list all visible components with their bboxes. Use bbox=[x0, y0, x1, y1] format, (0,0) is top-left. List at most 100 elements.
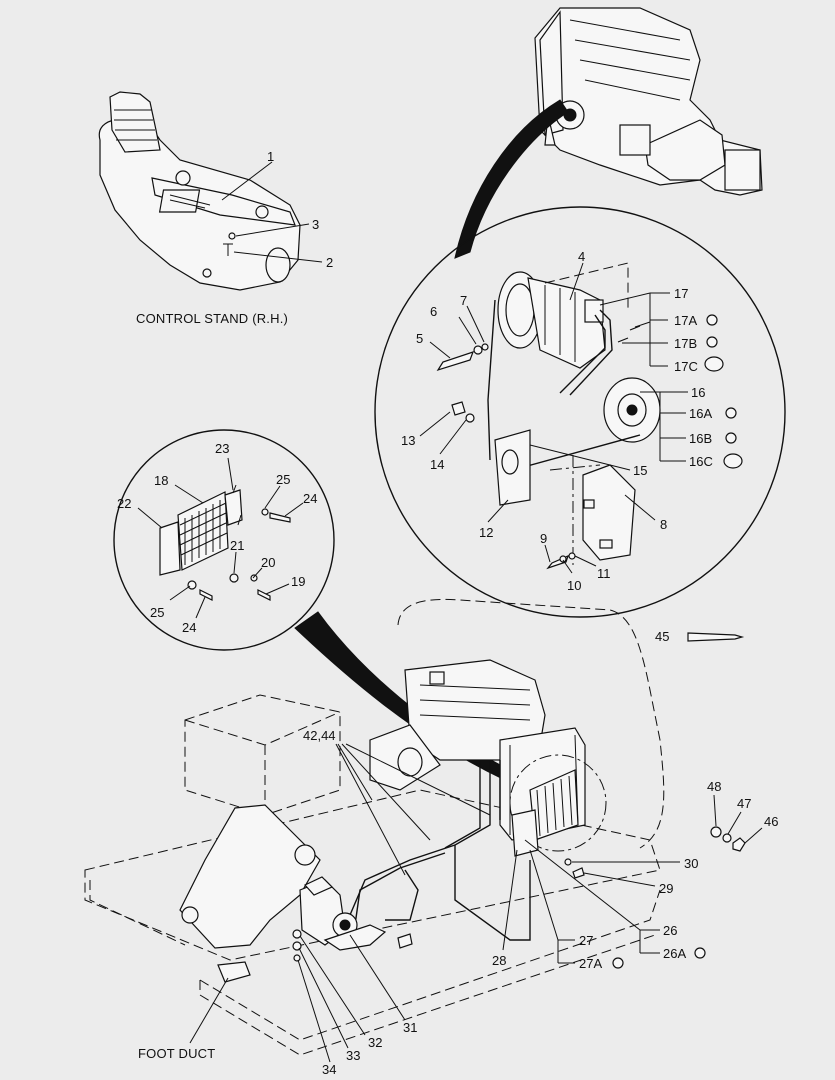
callout-23: 23 bbox=[215, 441, 234, 491]
callout-22: 22 bbox=[117, 496, 163, 529]
label-12: 12 bbox=[479, 525, 493, 540]
label-11: 11 bbox=[597, 566, 611, 581]
label-8: 8 bbox=[660, 517, 667, 532]
engine-illustration bbox=[534, 7, 763, 196]
label-6: 6 bbox=[430, 304, 437, 319]
label-19: 19 bbox=[291, 574, 305, 589]
callout-1: 1 bbox=[221, 149, 274, 201]
label-46: 46 bbox=[764, 814, 778, 829]
label-24-top: 24 bbox=[303, 491, 317, 506]
label-3: 3 bbox=[312, 217, 319, 232]
callout-2: 2 bbox=[233, 251, 333, 270]
label-9: 9 bbox=[540, 531, 547, 546]
label-27: 27 bbox=[579, 933, 593, 948]
callout-26-group: 26 26A bbox=[524, 839, 686, 961]
label-33: 33 bbox=[346, 1048, 360, 1063]
foot-duct-caption: FOOT DUCT bbox=[138, 1046, 215, 1061]
callout-6: 6 bbox=[430, 304, 477, 345]
callout-45: 45 bbox=[655, 629, 669, 644]
label-17a: 17A bbox=[674, 313, 697, 328]
callout-33: 33 bbox=[298, 947, 360, 1063]
label-29: 29 bbox=[659, 881, 673, 896]
label-24-bottom: 24 bbox=[182, 620, 196, 635]
label-17b: 17B bbox=[674, 336, 697, 351]
label-2: 2 bbox=[326, 255, 333, 270]
label-13: 13 bbox=[401, 433, 415, 448]
label-25-top: 25 bbox=[276, 472, 290, 487]
label-4: 4 bbox=[578, 249, 585, 264]
label-30: 30 bbox=[684, 856, 698, 871]
callout-21: 21 bbox=[230, 538, 244, 574]
machine-illustration bbox=[84, 598, 746, 1056]
callout-9: 9 bbox=[540, 531, 551, 563]
callout-32: 32 bbox=[299, 935, 382, 1050]
callout-7: 7 bbox=[460, 293, 485, 343]
label-17: 17 bbox=[674, 286, 688, 301]
label-47: 47 bbox=[737, 796, 751, 811]
label-17c: 17C bbox=[674, 359, 698, 374]
cap-17c bbox=[704, 356, 724, 372]
callout-17-group: 17 17A 17B 17C bbox=[599, 286, 698, 374]
label-31: 31 bbox=[403, 1020, 417, 1035]
callout-20: 20 bbox=[252, 555, 275, 579]
label-16: 16 bbox=[691, 385, 705, 400]
label-1: 1 bbox=[267, 149, 274, 164]
callout-3: 3 bbox=[235, 217, 319, 237]
label-42-44: 42,44 bbox=[303, 728, 336, 743]
callout-27-group: 27 27A bbox=[529, 849, 602, 971]
callout-13: 13 bbox=[401, 411, 451, 448]
label-23: 23 bbox=[215, 441, 229, 456]
label-28: 28 bbox=[492, 953, 506, 968]
callout-15: 15 bbox=[529, 444, 647, 478]
callout-5: 5 bbox=[416, 331, 451, 359]
label-26: 26 bbox=[663, 923, 677, 938]
callout-10: 10 bbox=[562, 559, 581, 593]
compressor-illustration bbox=[436, 262, 661, 570]
label-22: 22 bbox=[117, 496, 131, 511]
condenser-detail-circle bbox=[113, 429, 335, 651]
callout-42-44: 42,44 bbox=[303, 728, 491, 876]
callout-24-top: 24 bbox=[284, 491, 317, 517]
ring-16a bbox=[725, 407, 737, 419]
ring-16b bbox=[725, 432, 737, 444]
callout-11: 11 bbox=[574, 555, 611, 581]
callout-31: 31 bbox=[349, 934, 417, 1035]
callout-18: 18 bbox=[154, 473, 204, 504]
label-34: 34 bbox=[322, 1062, 336, 1077]
callout-16-group: 16 16A 16B 16C bbox=[640, 385, 713, 469]
cap-16c bbox=[723, 453, 743, 469]
label-10: 10 bbox=[567, 578, 581, 593]
callout-24-bottom: 24 bbox=[182, 596, 206, 635]
callout-25-bottom: 25 bbox=[150, 585, 191, 620]
label-18: 18 bbox=[154, 473, 168, 488]
control-stand-caption: CONTROL STAND (R.H.) bbox=[136, 311, 288, 326]
ring-17a bbox=[706, 314, 718, 326]
callout-48: 48 bbox=[707, 779, 721, 827]
callout-46: 46 bbox=[744, 814, 778, 844]
label-7: 7 bbox=[460, 293, 467, 308]
callout-4: 4 bbox=[569, 249, 585, 301]
callout-30: 30 bbox=[572, 856, 698, 871]
label-21: 21 bbox=[230, 538, 244, 553]
callout-29: 29 bbox=[583, 872, 673, 896]
label-16c: 16C bbox=[689, 454, 713, 469]
callout-8: 8 bbox=[624, 494, 667, 532]
callout-47: 47 bbox=[727, 796, 751, 835]
callout-28: 28 bbox=[492, 849, 518, 968]
callout-14: 14 bbox=[430, 419, 467, 472]
label-14: 14 bbox=[430, 457, 444, 472]
callout-34: 34 bbox=[297, 959, 336, 1077]
ring-17b bbox=[706, 336, 718, 348]
label-45: 45 bbox=[655, 629, 669, 644]
label-5: 5 bbox=[416, 331, 423, 346]
label-27a: 27A bbox=[579, 956, 602, 971]
label-16b: 16B bbox=[689, 431, 712, 446]
label-48: 48 bbox=[707, 779, 721, 794]
label-15: 15 bbox=[633, 463, 647, 478]
label-25-bottom: 25 bbox=[150, 605, 164, 620]
label-26a: 26A bbox=[663, 946, 686, 961]
callout-12: 12 bbox=[479, 499, 509, 540]
condenser-illustration bbox=[159, 484, 291, 601]
